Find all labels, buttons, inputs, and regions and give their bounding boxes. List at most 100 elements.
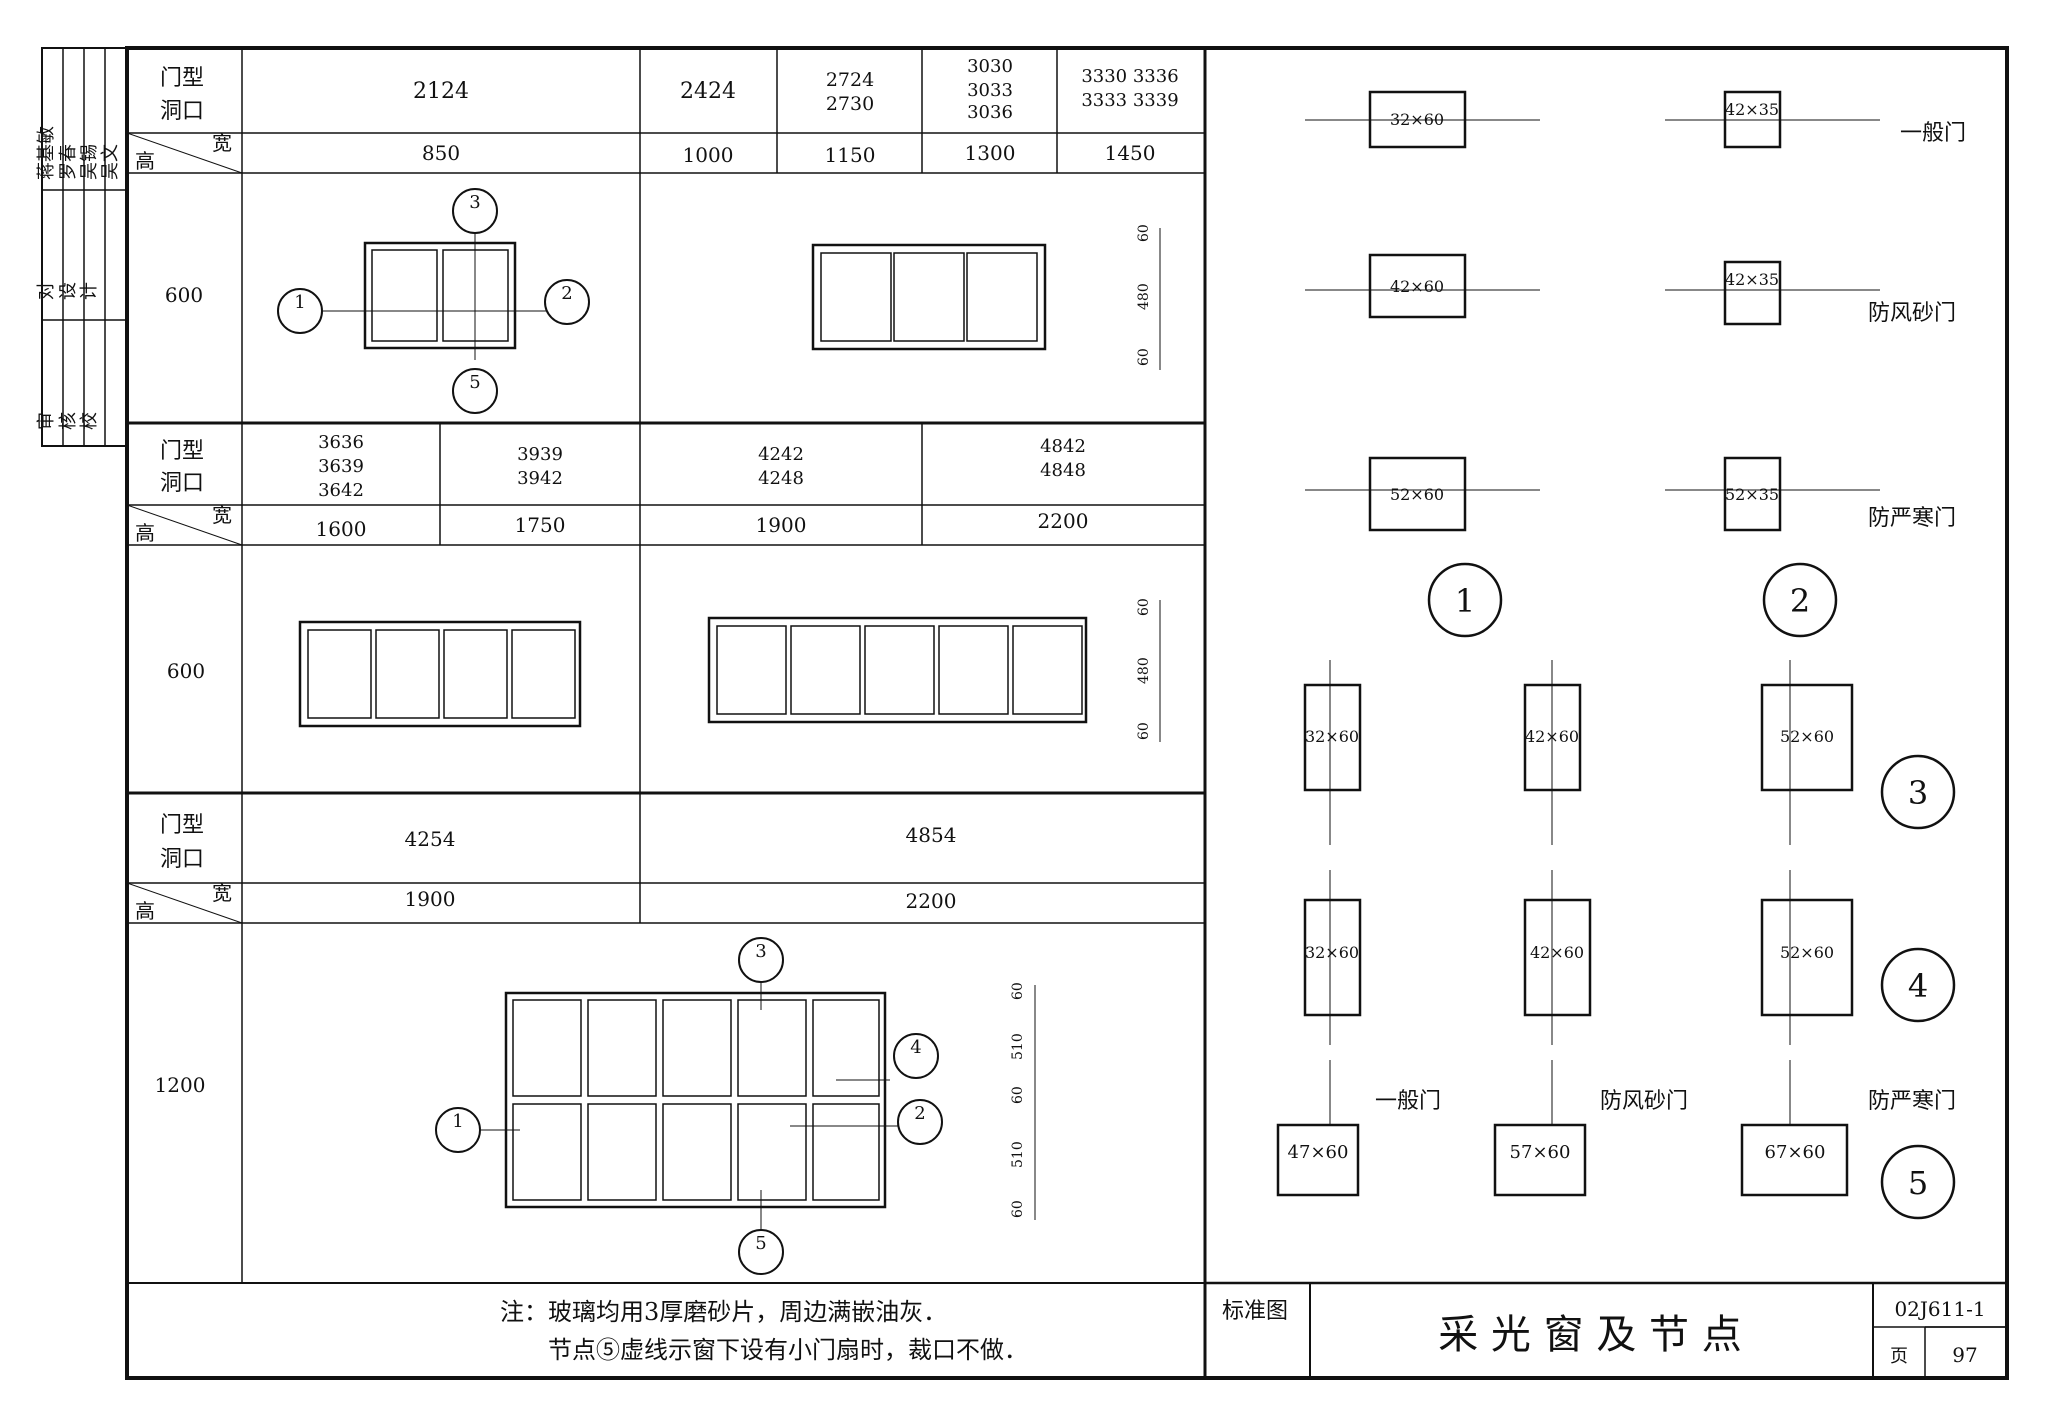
- t1-type-4b: 3333 3339: [1081, 90, 1178, 111]
- section-2b: 42×35: [1725, 270, 1779, 289]
- section-4b: 42×60: [1530, 943, 1584, 962]
- t2-header-width: 宽: [212, 503, 232, 527]
- sidebar-name-1: 蒋基敏: [36, 126, 57, 180]
- section-5c: 67×60: [1765, 1142, 1826, 1163]
- note-line-1: 注：玻璃均用3厚磨砂片，周边满嵌油灰．: [500, 1298, 947, 1326]
- t3-header-opening: 洞口: [160, 847, 204, 872]
- t1-dim-bot: 60: [1136, 348, 1152, 366]
- t3-dim-4: 510: [1010, 1141, 1026, 1168]
- t3-header-width: 宽: [212, 881, 232, 905]
- t1-header-opening: 洞口: [160, 99, 204, 124]
- section-3a: 32×60: [1305, 727, 1359, 746]
- svg-text:1: 1: [294, 292, 305, 313]
- section-4a: 32×60: [1305, 943, 1359, 962]
- sidebar-name-3: 吴锡: [79, 144, 100, 180]
- t3-header-height: 高: [135, 899, 155, 923]
- section-2c: 52×35: [1725, 485, 1779, 504]
- t2-width-0: 1600: [316, 517, 367, 541]
- titleblock-page-label: 页: [1890, 1346, 1908, 1367]
- sheet-border: [125, 46, 2009, 1380]
- sidebar-label-1: 审: [36, 412, 57, 430]
- t1-type-3b: 3033: [967, 80, 1013, 101]
- t1-width-4: 1450: [1105, 141, 1156, 165]
- t2-dim-top: 60: [1136, 598, 1152, 616]
- svg-text:5: 5: [755, 1233, 766, 1254]
- note-block: 注：玻璃均用3厚磨砂片，周边满嵌油灰． 节点⑤虚线示窗下设有小门扇时，裁口不做．: [127, 1282, 1205, 1364]
- signature-strip: 审 核 校 对 设 计 蒋基敏 罗春 吴锡 吴文: [36, 47, 128, 447]
- t1-header-height: 高: [135, 149, 155, 173]
- t2-type-1a: 3939: [517, 444, 563, 465]
- titleblock-label: 标准图: [1222, 1299, 1288, 1324]
- t2-type-3b: 4848: [1040, 460, 1086, 481]
- t1-type-0: 2124: [413, 79, 469, 104]
- door-type-windsand: 防风砂门: [1868, 301, 1956, 326]
- sidebar-label-4: 对: [36, 282, 57, 300]
- t1-width-0: 850: [422, 141, 460, 165]
- t2-dim-bot: 60: [1136, 722, 1152, 740]
- sidebar-label-6: 计: [79, 282, 100, 300]
- t1-dim-mid: 480: [1136, 283, 1152, 310]
- t2-type-2a: 4242: [758, 444, 804, 465]
- door-type-cold-5: 防严寒门: [1868, 1089, 1956, 1114]
- svg-text:3: 3: [755, 941, 766, 962]
- sidebar-name-4: 吴文: [100, 144, 121, 180]
- section-1b: 42×60: [1390, 277, 1444, 296]
- t1-type-2b: 2730: [826, 93, 874, 115]
- t2-type-1b: 3942: [517, 468, 563, 489]
- door-type-windsand-5: 防风砂门: [1600, 1089, 1688, 1114]
- detail-number-5: 5: [1908, 1164, 1928, 1202]
- sidebar-label-5: 设: [58, 282, 79, 300]
- detail-number-4: 4: [1908, 967, 1928, 1005]
- t3-dim-1: 60: [1010, 982, 1026, 1000]
- section-5b: 57×60: [1510, 1142, 1571, 1163]
- section-3c: 52×60: [1780, 727, 1834, 746]
- detail-number-2: 2: [1790, 582, 1810, 620]
- table-2: 门型 洞口 高 宽 3636 3639 3642 3939 3942 4242 …: [125, 421, 1207, 795]
- t2-width-1: 1750: [515, 513, 566, 537]
- table-3: 门型 洞口 高 宽 4254 4854 1900 2200 1200 60 51…: [126, 792, 1206, 1284]
- callouts: [277, 188, 943, 1275]
- t2-header-opening: 洞口: [160, 471, 204, 496]
- t3-height: 1200: [155, 1073, 206, 1097]
- details-panel: 32×60 42×60 52×60 42×35 42×35 52×35 32×6…: [1276, 90, 1966, 1220]
- t3-dim-2: 510: [1010, 1033, 1026, 1060]
- svg-text:3: 3: [469, 192, 480, 213]
- t3-header-type: 门型: [160, 813, 204, 838]
- door-type-general-5: 一般门: [1375, 1089, 1441, 1114]
- t1-dim-top: 60: [1136, 224, 1152, 242]
- t3-width-1: 2200: [906, 889, 957, 913]
- t1-type-2a: 2724: [826, 69, 874, 91]
- t3-dim-5: 60: [1010, 1200, 1026, 1218]
- t1-header-width: 宽: [212, 131, 232, 155]
- titleblock-code: 02J611-1: [1894, 1297, 1985, 1321]
- t1-type-4a: 3330 3336: [1081, 66, 1178, 87]
- t1-type-3a: 3030: [967, 56, 1013, 77]
- t2-height: 600: [167, 659, 205, 683]
- section-3b: 42×60: [1525, 727, 1579, 746]
- t1-type-1: 2424: [680, 79, 736, 104]
- svg-text:5: 5: [469, 372, 480, 393]
- t2-type-0c: 3642: [318, 480, 364, 501]
- t2-width-3: 2200: [1038, 509, 1089, 533]
- t2-type-0b: 3639: [318, 456, 364, 477]
- svg-text:1: 1: [452, 1111, 463, 1132]
- t2-width-2: 1900: [756, 513, 807, 537]
- t2-type-0a: 3636: [318, 432, 364, 453]
- t1-width-3: 1300: [965, 141, 1016, 165]
- section-4c: 52×60: [1780, 943, 1834, 962]
- table-1: 门型 洞口 高 宽 2124 2424 2724 2730 3030 3033 …: [126, 47, 1206, 424]
- t1-height: 600: [165, 283, 203, 307]
- sidebar-label-3: 校: [79, 412, 100, 430]
- t2-type-3a: 4842: [1040, 436, 1086, 457]
- section-2a: 42×35: [1725, 100, 1779, 119]
- detail-number-3: 3: [1908, 774, 1928, 812]
- title-block: 标准图 采 光 窗 及 节 点 02J611-1 页 97: [1203, 1281, 2009, 1380]
- t3-width-0: 1900: [405, 887, 456, 911]
- note-line-2: 节点⑤虚线示窗下设有小门扇时，裁口不做．: [548, 1336, 1028, 1364]
- door-type-cold: 防严寒门: [1868, 506, 1956, 531]
- detail-number-1: 1: [1455, 582, 1475, 620]
- t1-header-type: 门型: [160, 66, 204, 91]
- t2-header-type: 门型: [160, 439, 204, 464]
- callout-labels: 1 2 3 5 1 2 3 5 4: [294, 192, 925, 1254]
